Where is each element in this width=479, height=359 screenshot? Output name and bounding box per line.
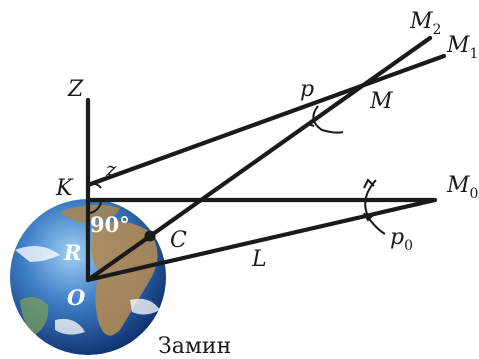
earth-land-south — [20, 296, 49, 335]
angle-p-arc — [312, 105, 344, 134]
angle-p0-arrow-bottom — [363, 212, 375, 222]
label-C: C — [170, 228, 187, 253]
angle-p0-arc — [364, 179, 386, 235]
label-angle-90: 90° — [90, 212, 130, 237]
label-M: M — [369, 89, 393, 114]
label-Z: Z — [67, 77, 84, 102]
earth-clouds — [15, 246, 160, 335]
right-angle-arc — [87, 199, 102, 214]
point-C — [144, 230, 156, 242]
line-O-M0 — [85, 197, 438, 283]
angle-p-arrow — [305, 120, 315, 127]
label-O: O — [67, 285, 86, 310]
label-L: L — [251, 247, 267, 272]
label-p: p — [300, 77, 314, 102]
label-M0: M0 — [446, 173, 478, 202]
caption-zamin: Замин — [158, 334, 231, 359]
line-K-M1 — [85, 53, 447, 188]
label-M1: M1 — [446, 33, 478, 62]
label-R: R — [63, 240, 81, 265]
label-K: K — [55, 176, 74, 201]
line-O-M2 — [85, 35, 433, 283]
angle-p0-arrow-top — [363, 178, 375, 189]
label-M2: M2 — [409, 9, 441, 38]
label-z: z — [105, 157, 117, 181]
angle-z-arc — [87, 182, 102, 189]
earth-land-africa — [91, 221, 158, 336]
label-p0: p0 — [390, 225, 413, 254]
